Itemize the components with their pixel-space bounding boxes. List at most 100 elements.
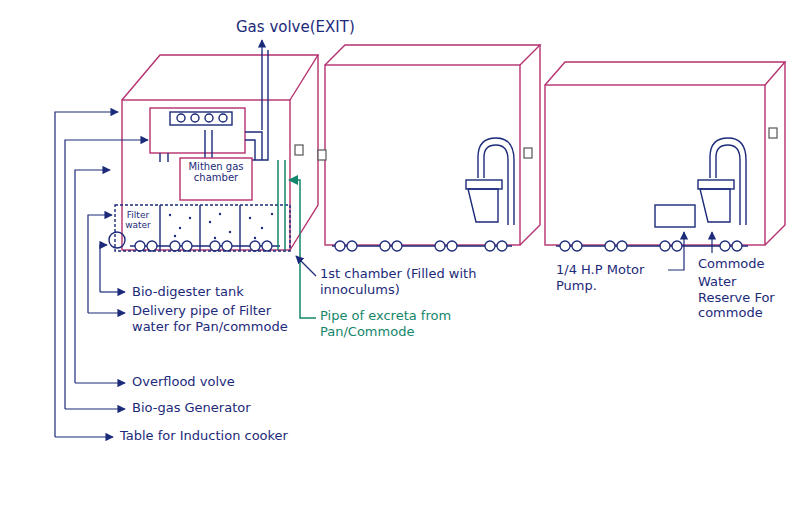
- drawing-stroke: [617, 241, 627, 251]
- drawing-stroke: [205, 114, 213, 122]
- drawing-stroke: [55, 40, 712, 437]
- drawing-stroke: [205, 130, 212, 158]
- drawing-stroke: [100, 291, 125, 292]
- drawing-stroke: [245, 132, 262, 160]
- drawing-stroke: [219, 114, 227, 122]
- callout-label: Commode: [698, 256, 792, 272]
- drawing-stroke: [75, 382, 125, 383]
- node-label: Filter water: [121, 211, 155, 231]
- drawing-stroke: [447, 241, 457, 251]
- callout-label: 1/4 H.P Motor Pump.: [556, 262, 666, 293]
- drawing-stroke: [380, 241, 390, 251]
- drawing-stroke: [252, 50, 268, 160]
- drawing-stroke: [545, 62, 785, 85]
- drawing-stroke: [214, 237, 216, 239]
- drawing-stroke: [765, 62, 785, 245]
- callout-label: Bio-gas Generator: [132, 400, 322, 416]
- drawing-stroke: [122, 45, 785, 250]
- drawing-stroke: [182, 241, 192, 251]
- drawing-stroke: [484, 145, 508, 225]
- drawing-stroke: [497, 241, 507, 251]
- drawing-stroke: [318, 150, 326, 160]
- drawing-stroke: [261, 227, 263, 229]
- drawing-stroke: [150, 108, 245, 153]
- drawing-stroke: [296, 256, 316, 276]
- drawing-stroke: [250, 241, 260, 251]
- drawing-stroke: [485, 241, 495, 251]
- callout-label: Delivery pipe of Filter water for Pan/co…: [132, 303, 310, 334]
- drawing-stroke: [769, 128, 777, 138]
- drawing-stroke: [605, 241, 615, 251]
- drawing-stroke: [655, 205, 695, 227]
- chamber-box: Filter water: [118, 208, 158, 236]
- drawing-stroke: [170, 241, 180, 251]
- drawing-stroke: [65, 408, 125, 409]
- drawing-stroke: [290, 55, 318, 250]
- drawing-stroke: [177, 114, 185, 122]
- drawing-stroke: [347, 241, 357, 251]
- drawing-stroke: [147, 241, 157, 251]
- drawing-stroke: [572, 241, 582, 251]
- drawing-stroke: [219, 213, 221, 215]
- drawing-stroke: [295, 128, 777, 160]
- drawing-stroke: [100, 245, 107, 292]
- drawing-stroke: [278, 160, 316, 318]
- drawing-stroke: [700, 189, 730, 222]
- drawing-stroke: [466, 138, 746, 227]
- drawing-stroke: [249, 217, 251, 219]
- drawing-stroke: [189, 217, 191, 219]
- callout-label: 1st chamber (Filled with innoculums): [320, 266, 510, 297]
- drawing-stroke: [335, 241, 345, 251]
- drawing-stroke: [556, 245, 748, 246]
- callout-label: Pipe of excreta from Pan/Commode: [320, 308, 480, 339]
- drawing-stroke: [710, 138, 746, 225]
- drawing-stroke: [520, 45, 540, 245]
- drawing-stroke: [732, 241, 742, 251]
- drawing-stroke: [109, 50, 290, 251]
- drawing-stroke: [271, 213, 273, 215]
- drawing-stroke: [115, 205, 290, 251]
- drawing-stroke: [169, 213, 273, 239]
- callout-label: Overflood volve: [132, 374, 312, 390]
- drawing-stroke: [278, 160, 285, 250]
- chamber-box: Mithen gas chamber: [180, 158, 252, 200]
- drawing-stroke: [560, 241, 570, 251]
- drawing-stroke: [545, 85, 765, 245]
- node-label: Mithen gas chamber: [183, 161, 249, 183]
- drawing-stroke: [672, 241, 682, 251]
- drawing-stroke: [254, 237, 256, 239]
- drawing-stroke: [179, 227, 181, 229]
- drawing-stroke: [160, 153, 168, 162]
- drawing-stroke: [174, 235, 176, 237]
- drawing-stroke: [262, 241, 272, 251]
- drawing-stroke: [720, 241, 730, 251]
- drawing-stroke: [88, 312, 125, 313]
- drawing-stroke: [122, 55, 318, 100]
- drawing-stroke: [716, 145, 740, 225]
- drawing-stroke: [468, 189, 498, 222]
- drawing-stroke: [180, 158, 252, 200]
- drawing-stroke: [170, 112, 232, 125]
- callout-label: Gas volve(EXIT): [236, 18, 436, 36]
- drawing-stroke: [222, 241, 232, 251]
- drawing-stroke: [261, 40, 262, 50]
- drawing-stroke: [109, 232, 125, 248]
- drawing-stroke: [466, 180, 502, 189]
- drawing-stroke: [160, 205, 240, 250]
- drawing-stroke: [711, 232, 712, 253]
- callout-label: Water Reserve For commode: [698, 274, 792, 321]
- drawing-stroke: [169, 214, 171, 216]
- drawing-stroke: [55, 436, 113, 437]
- drawing-stroke: [229, 231, 231, 233]
- drawing-stroke: [660, 241, 670, 251]
- drawing-stroke: [65, 140, 148, 409]
- callout-label: Bio-digester tank: [132, 284, 322, 300]
- drawing-stroke: [668, 232, 684, 270]
- drawing-stroke: [130, 241, 748, 251]
- drawing-stroke: [524, 148, 532, 158]
- drawing-stroke: [325, 45, 540, 65]
- drawing-stroke: [191, 114, 199, 122]
- drawing-stroke: [435, 241, 445, 251]
- drawing-stroke: [88, 215, 112, 313]
